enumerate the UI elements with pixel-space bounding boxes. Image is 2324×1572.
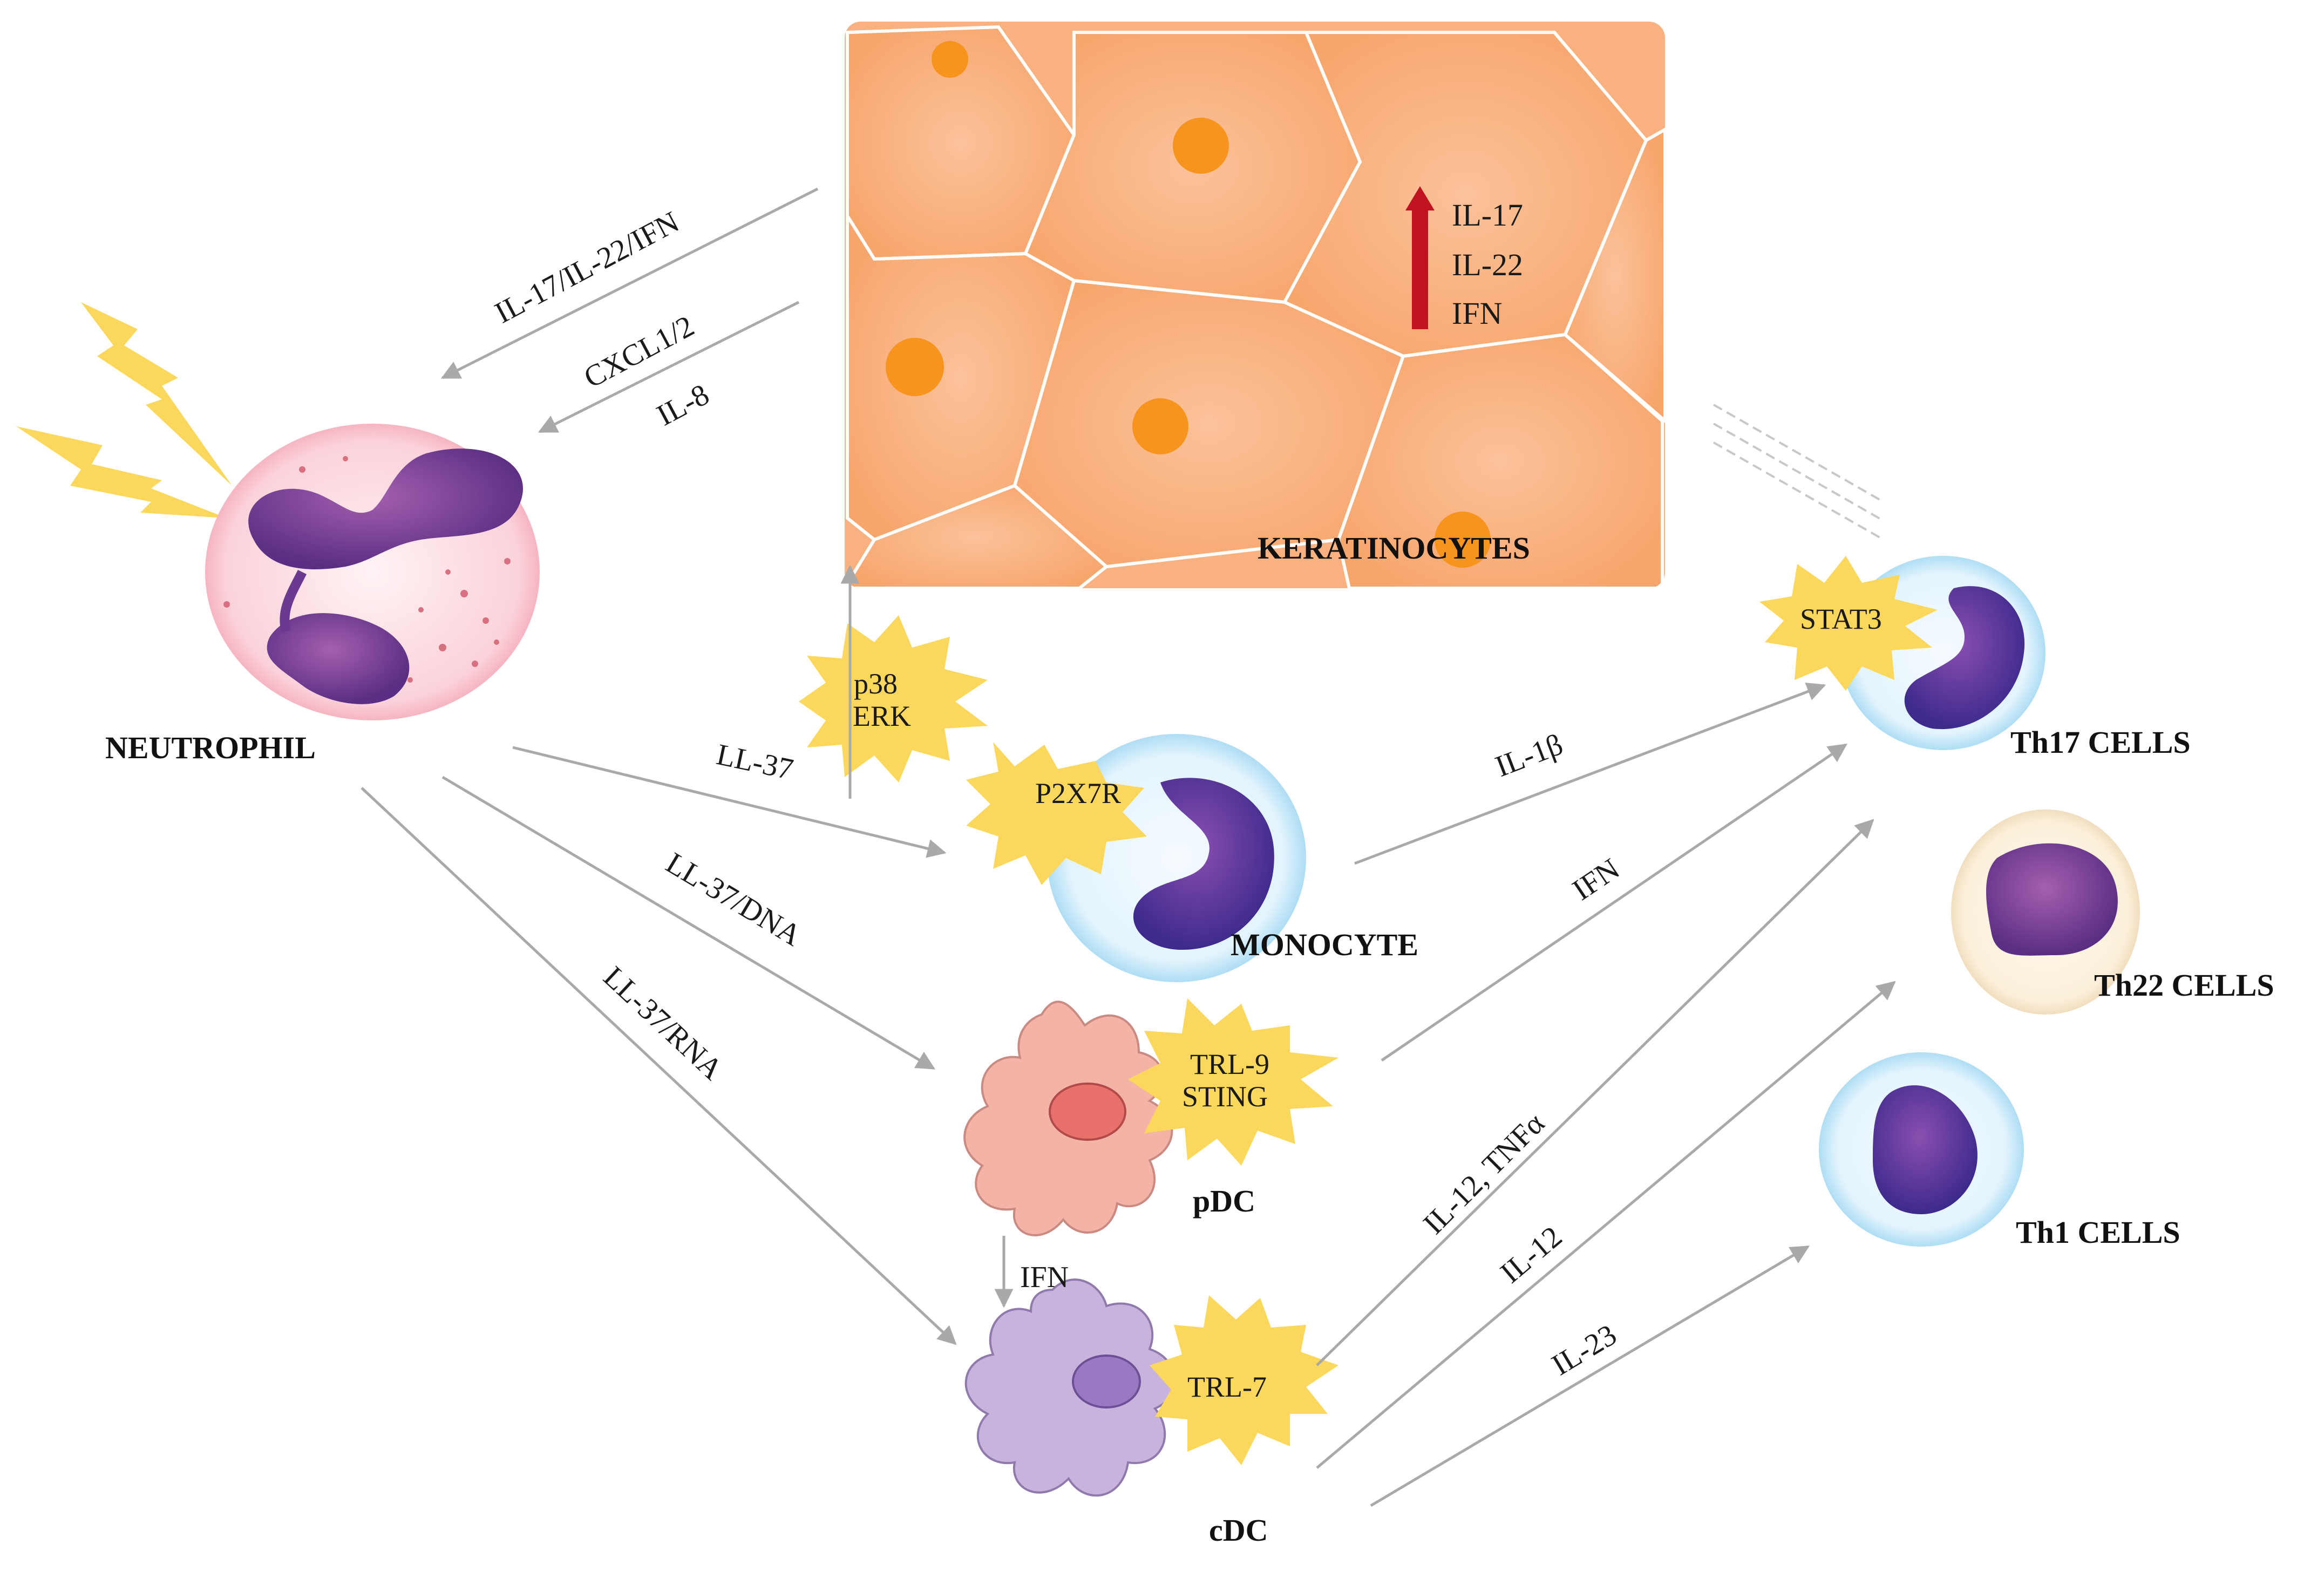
- label-il1b: IL-1β: [1491, 727, 1567, 784]
- arrow-cdc-th1: [1370, 1245, 1810, 1507]
- stat3-receptor: STAT3: [1759, 556, 1938, 691]
- arrow-monocyte-th17: [1354, 682, 1826, 865]
- th1-label: Th1 CELLS: [2016, 1215, 2180, 1250]
- th17-label: Th17 CELLS: [2010, 725, 2191, 760]
- arrow-keratinocyte-neutrophil-2: [538, 301, 800, 433]
- keratinocyte-marker-il17: IL-17: [1452, 198, 1523, 233]
- lightning-icon: [16, 302, 232, 518]
- th22-label: Th22 CELLS: [2094, 968, 2274, 1003]
- neutrophil-label: NEUTROPHIL: [105, 730, 316, 765]
- erk-label: ERK: [853, 700, 911, 732]
- sting-label: STING: [1182, 1080, 1268, 1113]
- p38-label: p38: [854, 668, 898, 700]
- arrow-pdc-th17: [1381, 743, 1847, 1062]
- p38-erk-signal: p38 ERK: [799, 615, 988, 782]
- cdc-label: cDC: [1209, 1513, 1268, 1548]
- label-il8: IL-8: [651, 378, 715, 432]
- label-il12-tnfa: IL-12, TNFα: [1417, 1107, 1551, 1241]
- trl9-label: TRL-9: [1190, 1048, 1269, 1080]
- p2x7r-label: P2X7R: [1035, 777, 1121, 809]
- neutrophil-cell: NEUTROPHIL: [16, 302, 540, 765]
- arrow-neutrophil-monocyte: [512, 746, 947, 858]
- keratinocyte-marker-il22: IL-22: [1452, 247, 1523, 282]
- th1-cell: Th1 CELLS: [1819, 1052, 2180, 1250]
- label-il17-il22-ifn: IL-17/IL-22/IFN: [490, 205, 684, 330]
- label-il12: IL-12: [1494, 1220, 1569, 1289]
- arrow-cdc-th17: [1316, 819, 1874, 1366]
- keratinocyte-marker-ifn: IFN: [1452, 296, 1502, 331]
- arrow-neutrophil-cdc: [361, 787, 957, 1345]
- continuation-dashes: [1713, 404, 1884, 541]
- th17-cell: STAT3 Th17 CELLS: [1713, 404, 2191, 760]
- th22-cell: Th22 CELLS: [1951, 809, 2274, 1015]
- pdc-cell: TRL-9 STING pDC: [963, 998, 1338, 1236]
- label-ll37: LL-37: [713, 738, 796, 786]
- trl9-sting-receptor: TRL-9 STING: [1128, 998, 1338, 1166]
- label-il23: IL-23: [1546, 1318, 1622, 1382]
- label-ifn-pdc-to-cdc: IFN: [1020, 1261, 1069, 1294]
- trl7-receptor: TRL-7: [1150, 1295, 1338, 1465]
- cdc-cell: TRL-7 cDC: [964, 1278, 1338, 1548]
- monocyte-cell: P2X7R MONOCYTE: [966, 734, 1418, 982]
- pdc-label: pDC: [1193, 1183, 1255, 1219]
- stat3-label: STAT3: [1800, 603, 1882, 635]
- label-ll37-rna: LL-37/RNA: [597, 960, 729, 1087]
- arrow-neutrophil-pdc: [441, 775, 936, 1070]
- keratinocytes-tissue: IL-17 IL-22 IFN KERATINOCYTES: [845, 22, 1665, 588]
- arrows: [361, 187, 1896, 1507]
- label-ll37-dna: LL-37/DNA: [660, 846, 807, 953]
- arrow-keratinocyte-neutrophil-1: [440, 187, 819, 379]
- monocyte-label: MONOCYTE: [1231, 927, 1418, 962]
- label-ifn-to-th17: IFN: [1567, 852, 1626, 907]
- p2x7r-receptor: P2X7R: [966, 742, 1147, 885]
- keratinocytes-label: KERATINOCYTES: [1258, 530, 1530, 566]
- arrow-cdc-th22: [1316, 981, 1896, 1469]
- upregulation-arrow-icon: [1405, 186, 1435, 329]
- trl7-label: TRL-7: [1187, 1371, 1267, 1403]
